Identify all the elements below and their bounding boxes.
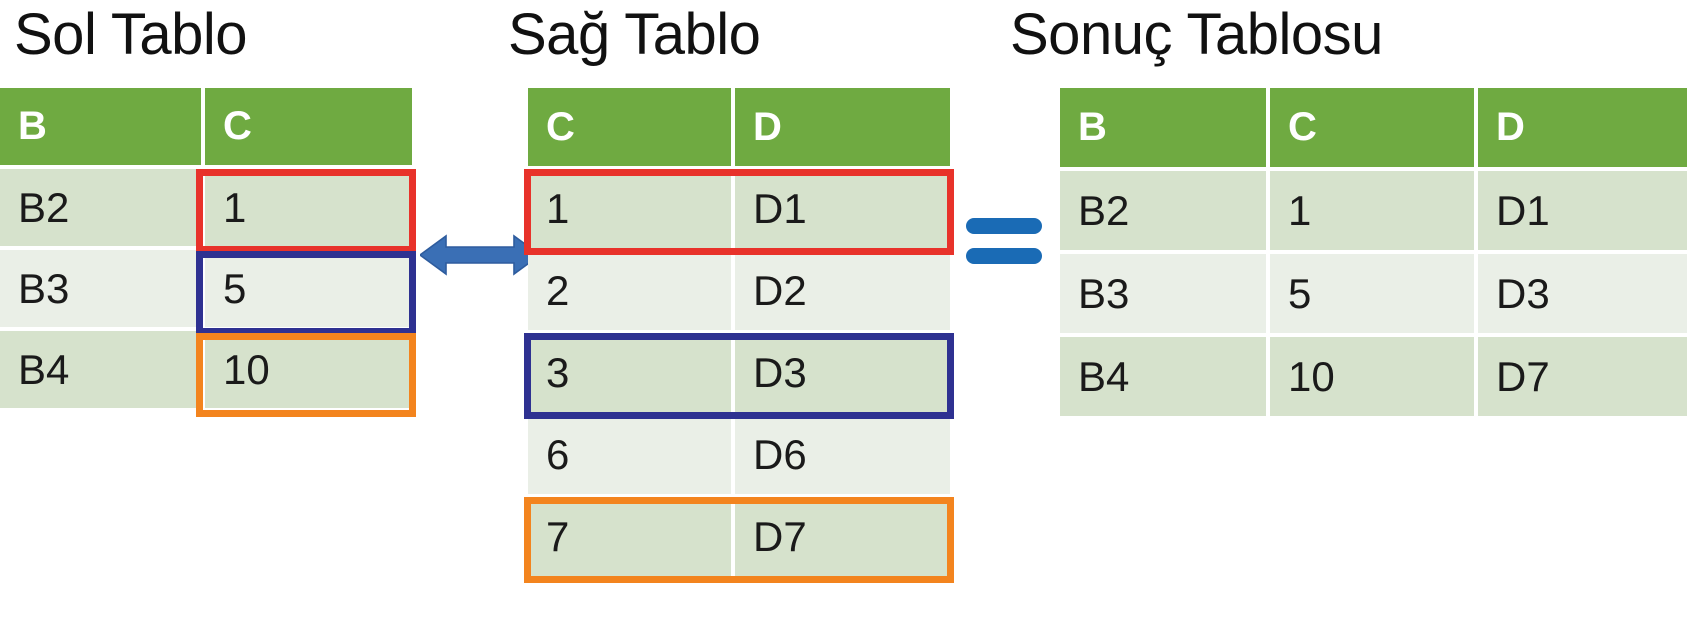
- middle-table-header-c: C: [528, 88, 731, 166]
- table-row: 1: [205, 169, 412, 246]
- middle-table-title: Sağ Tablo: [508, 2, 761, 67]
- result-table: B C D B2 1 D1 B3 5 D3 B4 10 D7: [1060, 88, 1687, 416]
- table-row: 2: [528, 252, 731, 330]
- result-table-header-c: C: [1270, 88, 1474, 167]
- equals-bar-bottom: [966, 248, 1042, 264]
- table-row: D7: [1478, 337, 1687, 416]
- table-row: D7: [735, 498, 950, 576]
- left-table-title: Sol Tablo: [14, 2, 248, 67]
- result-table-title: Sonuç Tablosu: [1010, 2, 1383, 67]
- result-table-header-d: D: [1478, 88, 1687, 167]
- table-row: B4: [0, 331, 201, 408]
- table-row: B2: [0, 169, 201, 246]
- left-table-header-c: C: [205, 88, 412, 165]
- table-row: 10: [1270, 337, 1474, 416]
- table-row: D1: [1478, 171, 1687, 250]
- table-row: 6: [528, 416, 731, 494]
- table-row: B3: [0, 250, 201, 327]
- left-table: B C B2 1 B3 5 B4 10: [0, 88, 412, 408]
- double-headed-arrow-icon: [418, 232, 542, 278]
- table-row: D3: [1478, 254, 1687, 333]
- table-row: B4: [1060, 337, 1266, 416]
- equals-icon: [966, 216, 1042, 270]
- table-row: B2: [1060, 171, 1266, 250]
- equals-bar-top: [966, 218, 1042, 234]
- middle-table-header-d: D: [735, 88, 950, 166]
- table-row: 1: [1270, 171, 1474, 250]
- table-row: D3: [735, 334, 950, 412]
- table-row: D6: [735, 416, 950, 494]
- middle-table: C D 1 D1 2 D2 3 D3 6 D6 7 D7: [528, 88, 950, 576]
- result-table-header-b: B: [1060, 88, 1266, 167]
- table-row: 10: [205, 331, 412, 408]
- table-row: 5: [1270, 254, 1474, 333]
- table-row: 1: [528, 170, 731, 248]
- table-row: 3: [528, 334, 731, 412]
- table-row: D1: [735, 170, 950, 248]
- table-row: 5: [205, 250, 412, 327]
- table-row: B3: [1060, 254, 1266, 333]
- table-row: D2: [735, 252, 950, 330]
- left-table-header-b: B: [0, 88, 201, 165]
- table-row: 7: [528, 498, 731, 576]
